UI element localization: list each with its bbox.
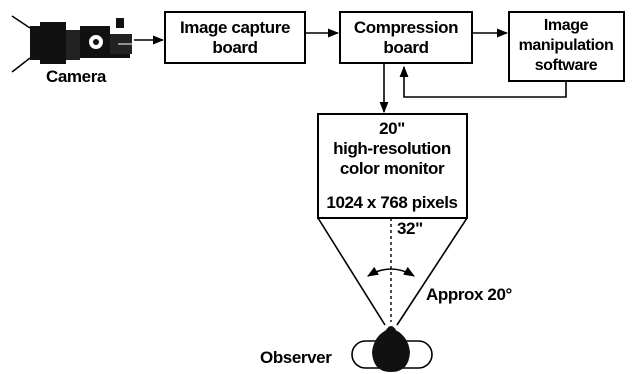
viewing-angle-arc xyxy=(367,266,415,277)
capture-board-label-line2: board xyxy=(212,38,257,57)
monitor-resolution-label: 1024 x 768 pixels xyxy=(326,193,457,212)
monitor-label-line3: color monitor xyxy=(340,159,445,178)
observer-label: Observer xyxy=(260,348,332,367)
viewing-angle-label: Approx 20° xyxy=(426,285,513,304)
monitor-label-line2: high-resolution xyxy=(333,139,451,158)
manipulation-software-label-line3: software xyxy=(535,57,598,74)
manipulation-software-box xyxy=(508,11,625,82)
observer-icon xyxy=(351,326,433,372)
viewing-distance-label: 32" xyxy=(397,219,423,238)
capture-board-label-line1: Image capture xyxy=(180,18,290,37)
monitor-box xyxy=(317,113,468,219)
compression-board-box xyxy=(339,11,473,64)
viewing-cone-left xyxy=(317,217,386,326)
arrow-manipulation-to-compression xyxy=(399,65,567,98)
compression-board-label-line1: Compression xyxy=(354,18,458,37)
compression-board-label-line2: board xyxy=(383,38,428,57)
viewing-cone-right xyxy=(396,217,468,326)
camera-icon xyxy=(11,15,132,73)
manipulation-software-label-line1: Image xyxy=(544,17,589,34)
camera-label: Camera xyxy=(46,67,107,86)
manipulation-software-label-line2: manipulation xyxy=(519,37,614,54)
monitor-size-label: 20" xyxy=(379,119,405,138)
capture-board-box xyxy=(164,11,306,64)
